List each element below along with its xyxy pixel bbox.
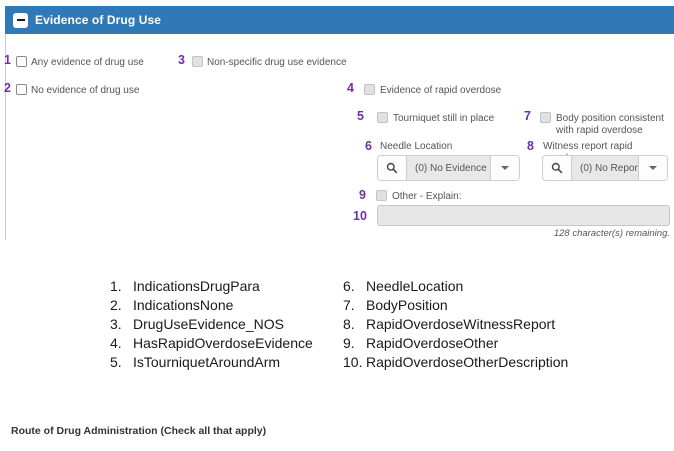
- body-position-consistent-checkbox[interactable]: [540, 112, 551, 123]
- tourniquet-still-in-place-checkbox[interactable]: [377, 112, 388, 123]
- annotation-number-9: 9: [359, 188, 366, 202]
- non-specific-drug-use-evidence-label: Non-specific drug use evidence: [207, 57, 347, 68]
- needle-location-caret-button[interactable]: [491, 156, 519, 180]
- evidence-of-rapid-overdose-checkbox[interactable]: [364, 84, 375, 95]
- legend-item: 5.IsTourniquetAroundArm: [110, 354, 281, 370]
- section-header: Evidence of Drug Use: [5, 6, 674, 34]
- chevron-down-icon: [649, 166, 657, 170]
- legend-item: 2.IndicationsNone: [110, 297, 234, 313]
- annotation-number-6: 6: [365, 139, 372, 153]
- legend-column-1: 1.IndicationsDrugPara 2.IndicationsNone …: [110, 277, 343, 372]
- body-position-consistent-label: Body position consistent with rapid over…: [556, 113, 664, 136]
- needle-location-dropdown[interactable]: (0) No Evidence: [377, 155, 520, 181]
- characters-remaining-hint: 128 character(s) remaining.: [553, 228, 670, 239]
- other-explain-checkbox[interactable]: [376, 190, 387, 201]
- annotation-number-7: 7: [524, 109, 531, 123]
- legend-item: 1.IndicationsDrugPara: [110, 278, 260, 294]
- search-icon: [551, 162, 563, 174]
- search-icon: [386, 162, 398, 174]
- no-evidence-of-drug-use-label: No evidence of drug use: [31, 85, 140, 96]
- panel-left-border: [5, 34, 6, 240]
- rapid-overdose-other-description-input[interactable]: [377, 205, 670, 226]
- annotation-number-1: 1: [4, 53, 11, 67]
- needle-location-search-button[interactable]: [378, 156, 407, 180]
- annotation-number-5: 5: [357, 109, 364, 123]
- witness-report-caret-button[interactable]: [639, 156, 667, 180]
- section-title: Evidence of Drug Use: [35, 13, 162, 27]
- any-evidence-of-drug-use-label: Any evidence of drug use: [31, 57, 144, 68]
- other-explain-label: Other - Explain:: [392, 191, 462, 202]
- legend-item: 7.BodyPosition: [343, 297, 448, 313]
- non-specific-drug-use-evidence-checkbox[interactable]: [192, 56, 203, 67]
- legend-column-2: 6.NeedleLocation 7.BodyPosition 8.RapidO…: [343, 277, 568, 372]
- no-evidence-of-drug-use-checkbox[interactable]: [16, 84, 27, 95]
- legend-item: 8.RapidOverdoseWitnessReport: [343, 316, 556, 332]
- annotation-number-2: 2: [4, 81, 11, 95]
- legend-item: 4.HasRapidOverdoseEvidence: [110, 335, 313, 351]
- annotation-number-3: 3: [178, 53, 185, 67]
- legend-item: 10.RapidOverdoseOtherDescription: [343, 354, 569, 370]
- tourniquet-still-in-place-label: Tourniquet still in place: [393, 113, 495, 124]
- field-name-legend: 1.IndicationsDrugPara 2.IndicationsNone …: [110, 277, 568, 372]
- needle-location-label: Needle Location: [380, 141, 453, 152]
- annotation-number-4: 4: [347, 81, 354, 95]
- legend-item: 9.RapidOverdoseOther: [343, 335, 499, 351]
- witness-report-search-button[interactable]: [543, 156, 572, 180]
- witness-report-selected-value[interactable]: (0) No Report: [572, 156, 639, 180]
- route-of-drug-administration-heading: Route of Drug Administration (Check all …: [11, 425, 267, 437]
- legend-item: 6.NeedleLocation: [343, 278, 464, 294]
- annotation-number-8: 8: [527, 139, 534, 153]
- chevron-down-icon: [501, 166, 509, 170]
- witness-report-dropdown[interactable]: (0) No Report: [542, 155, 668, 181]
- minus-icon: [16, 19, 25, 21]
- legend-item: 3.DrugUseEvidence_NOS: [110, 316, 284, 332]
- any-evidence-of-drug-use-checkbox[interactable]: [16, 56, 27, 67]
- needle-location-selected-value[interactable]: (0) No Evidence: [407, 156, 491, 180]
- evidence-of-rapid-overdose-label: Evidence of rapid overdose: [380, 85, 502, 96]
- annotation-number-10: 10: [353, 209, 367, 223]
- collapse-section-button[interactable]: [13, 12, 28, 28]
